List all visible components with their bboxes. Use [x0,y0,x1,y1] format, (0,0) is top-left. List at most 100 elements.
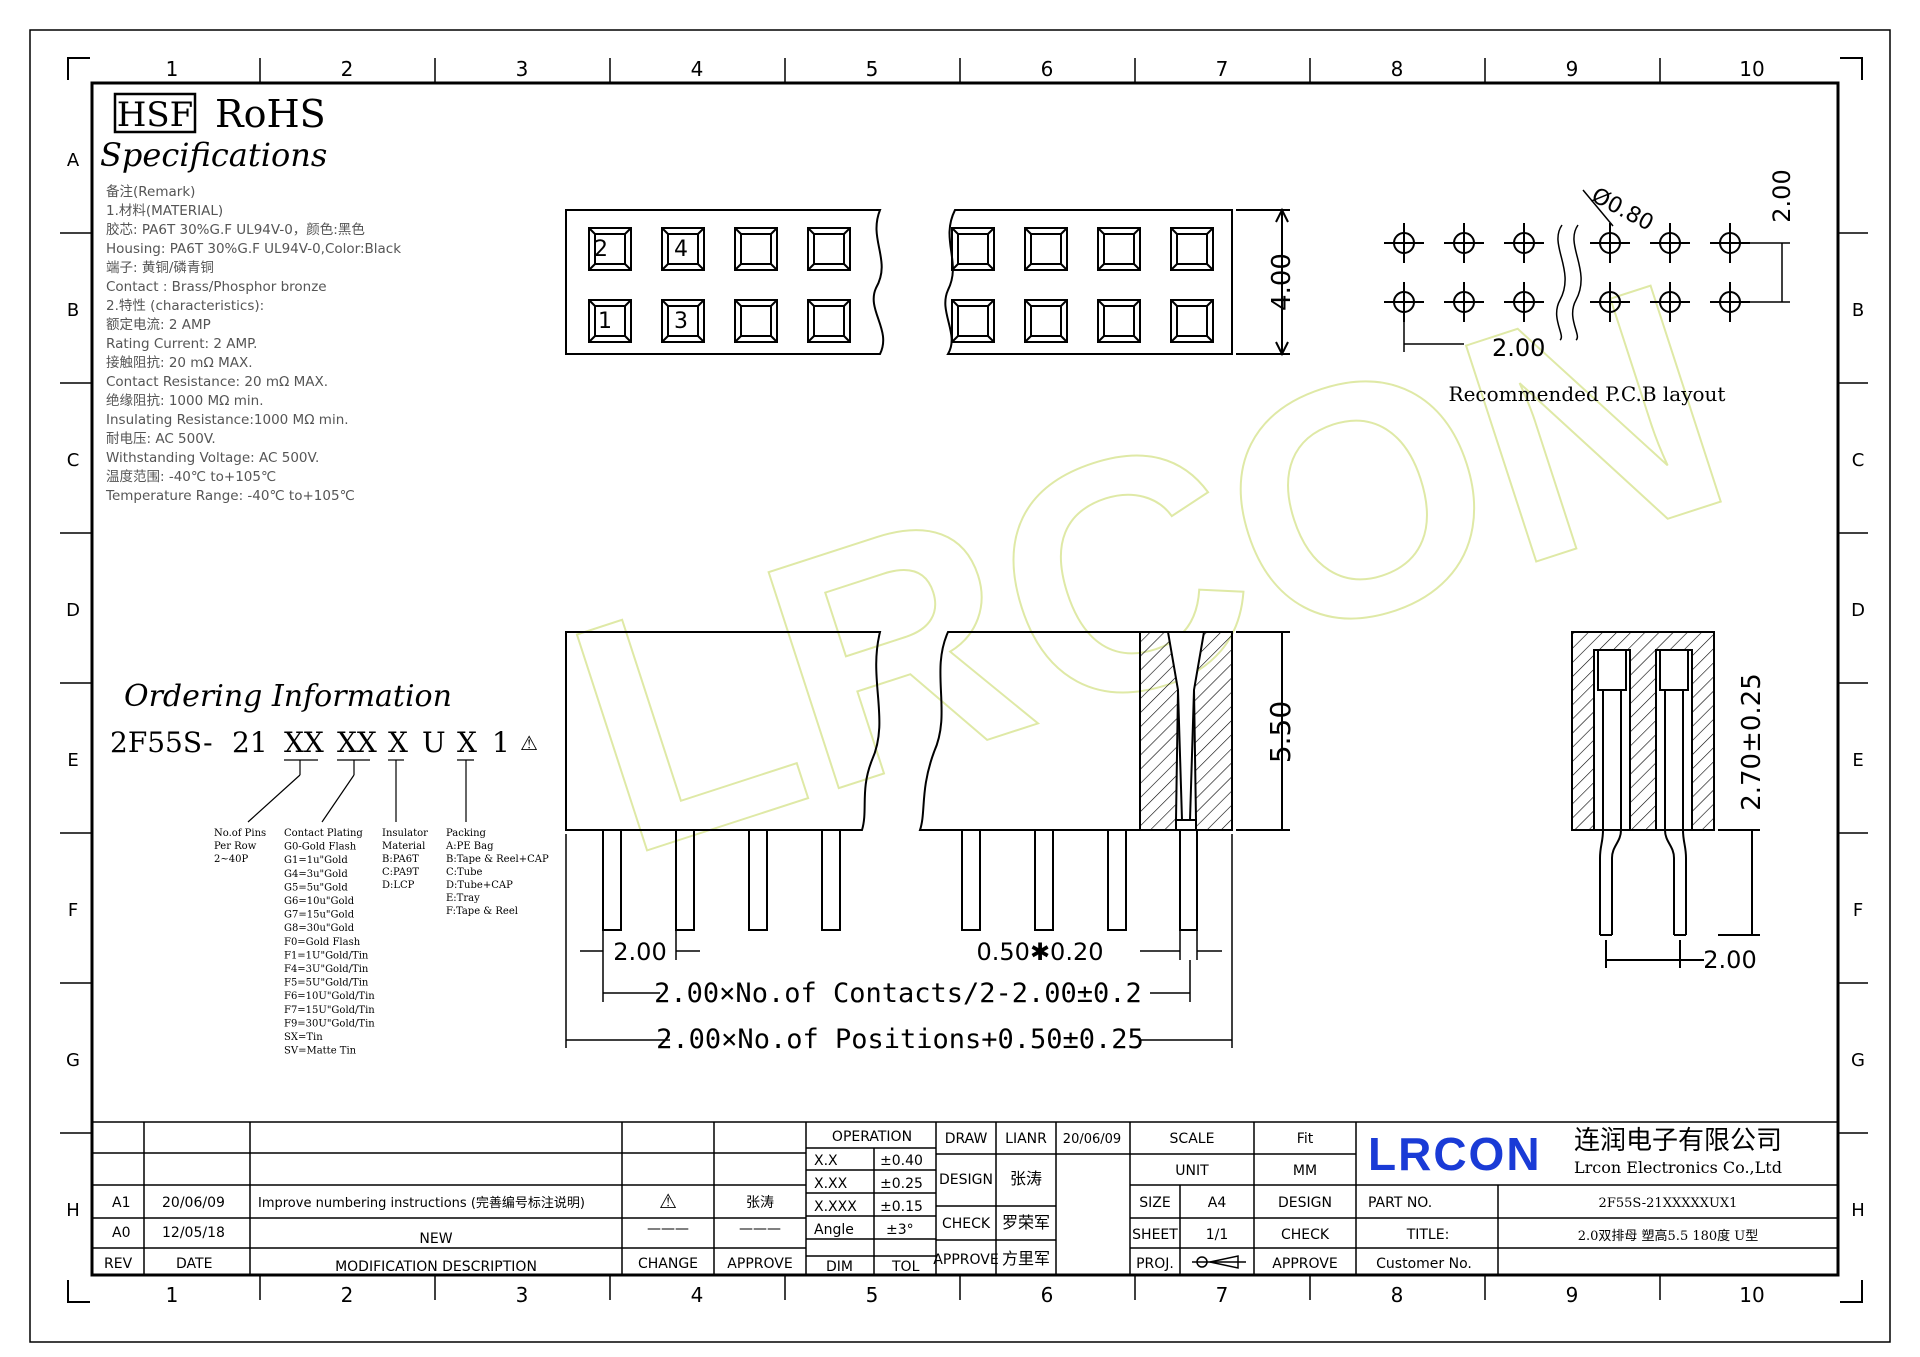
legend-plating: G1=1u"Gold [284,855,348,866]
cavity-chamfer [1024,227,1032,235]
cavity-chamfer [588,335,596,343]
contact-cavity [661,227,705,271]
draw-date: 20/06/09 [1063,1132,1121,1147]
cavity-chamfer [1133,299,1141,307]
contact-cavity [588,299,632,343]
contact-cavity-inner [740,233,772,265]
cavity-chamfer [1060,263,1068,271]
cavity-chamfer [1097,335,1105,343]
inner-border [90,81,1840,1277]
cavity-chamfer [661,299,669,307]
cavity-chamfer [1024,299,1032,307]
company-cn: 连润电子有限公司 [1574,1126,1782,1156]
legend-packing: A:PE Bag [445,841,494,852]
spec-line: Temperature Range: -40℃ to+105℃ [105,488,355,504]
legend-insulator: C:PA9T [382,867,419,878]
grid-col-label: 7 [1216,57,1229,81]
part-label: PART NO. [1368,1195,1432,1211]
unit-value: MM [1293,1163,1317,1179]
grid-col-label: 1 [166,57,179,81]
legend-plating: F5=5U"Gold/Tin [284,978,369,989]
contact-cavity [1097,299,1141,343]
ordering-leaders [247,759,474,823]
legend-packing: Packing [446,828,487,839]
code-packing: X [457,726,477,759]
legend-packing: B:Tape & Reel+CAP [446,854,549,865]
grid-row-label: F [1853,900,1863,921]
spec-line: 接触阻抗: 20 mΩ MAX. [106,354,253,371]
grid-row-label: C [67,450,80,471]
legend-plating: F9=30U"Gold/Tin [284,1018,375,1029]
code-u: U [422,726,446,759]
tol-label: Angle [814,1222,854,1238]
code-insulator: X [388,726,408,759]
contact-cavity [807,299,851,343]
contact-cavity [734,299,778,343]
cavity-chamfer [1097,299,1105,307]
pin-number-1: 1 [598,309,612,334]
contact-pin [1179,829,1198,931]
side-tail-dim: 2.70±0.25 [1737,673,1767,811]
grid-col-label: 2 [341,57,354,81]
grid-col-label: 4 [691,1283,704,1307]
spec-line: Housing: PA6T 30%G.F UL94V-0,Color:Black [106,241,401,257]
spec-line: Withstanding Voltage: AC 500V. [106,450,319,466]
contact-cavity [1097,227,1141,271]
tol-label: X.X [814,1153,838,1169]
grid-col-label: 7 [1216,1283,1229,1307]
grid-row-label: E [1852,750,1863,771]
contact-cavity [1024,299,1068,343]
grid-col-label: 9 [1566,1283,1579,1307]
cavity-chamfer [770,335,778,343]
check-label: CHECK [942,1216,991,1232]
contact-pin [748,829,768,931]
legend-packing: F:Tape & Reel [446,906,518,917]
grid-col-label: 4 [691,57,704,81]
cavity-chamfer [807,299,815,307]
cavity-chamfer [624,227,632,235]
legend-plating: F0=Gold Flash [284,937,361,948]
tol-label: X.XXX [814,1199,857,1215]
cavity-chamfer [661,227,669,235]
cavity-chamfer [661,335,669,343]
contact-cavity-inner [667,233,699,265]
sheet-label: SHEET [1132,1227,1178,1243]
grid-col-label: 6 [1041,57,1054,81]
cavity-chamfer [697,299,705,307]
corner-marks [67,57,1863,1303]
contacts-dim: 2.00×No.of Contacts/2-2.00±0.2 [654,978,1142,1009]
cavity-chamfer [1060,299,1068,307]
spec-line: 2.特性 (characteristics): [106,298,264,314]
tolerance-table: OPERATION X.X ±0.40 X.XX ±0.25 X.XXX ±0.… [814,1129,923,1275]
cavity-chamfer [734,299,742,307]
cavity-chamfer [624,335,632,343]
size-value: A4 [1208,1195,1227,1211]
pcb-caption: Recommended P.C.B layout [1449,382,1726,406]
cavity-chamfer [1097,227,1105,235]
spec-line: 温度范围: -40℃ to+105℃ [106,469,276,485]
scale-block: SCALE Fit UNIT MM SIZE A4 DESIGN SHEET 1… [1132,1131,1338,1272]
contact-cavity-inner [594,233,626,265]
side-row-pitch: 2.00 [1703,946,1756,974]
legend-plating: SX=Tin [284,1032,323,1043]
grid-row-label: F [68,900,78,921]
draw-name: LIANR [1005,1131,1047,1147]
code-rows: 21 [232,726,268,759]
grid-col-label: 3 [516,57,529,81]
cavity-chamfer [807,263,815,271]
contact-cavity-inner [1103,305,1135,337]
side-view [1571,631,1760,968]
positions-dim: 2.00×No.of Positions+0.50±0.25 [656,1024,1144,1055]
cavity-chamfer [951,299,959,307]
design-label-2: DESIGN [1278,1195,1332,1211]
legend-plating: G8=30u"Gold [284,923,355,934]
cavity-chamfer [734,335,742,343]
spec-line: 绝缘阻抗: 1000 MΩ min. [106,393,264,409]
contact-cavity [661,299,705,343]
contact-cavity-inner [740,305,772,337]
grid-row-label: B [67,300,79,321]
hsf-badge [113,92,197,134]
contact-cavity-inner [667,305,699,337]
grid-col-label: 6 [1041,1283,1054,1307]
legend-pins: 2~40P [214,854,248,865]
